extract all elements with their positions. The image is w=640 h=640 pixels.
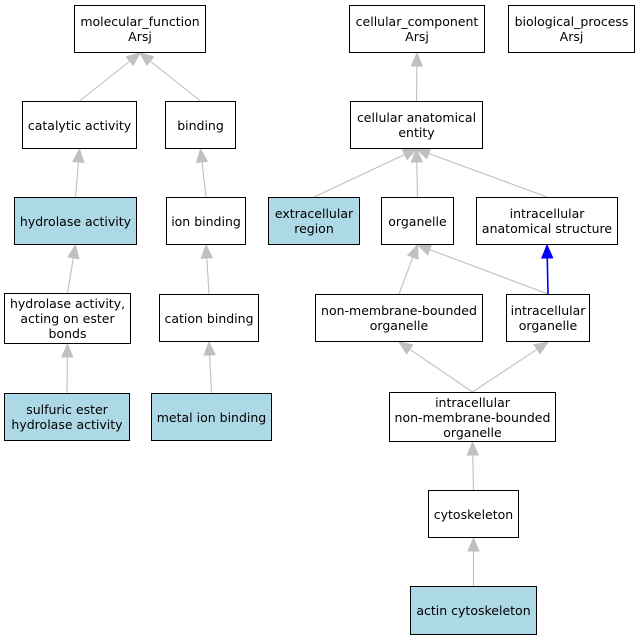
arrowhead-intracellular_nmb_organelle-to-intracellular_organelle [533,341,550,355]
edge-intracellular_organelle-to-organelle [429,249,549,295]
edge-catalytic_activity-to-molecular_function [79,60,131,102]
arrowhead-binding-to-molecular_function [138,52,155,67]
node-cytoskeleton[interactable]: cytoskeleton [428,490,519,538]
node-cellular-component[interactable]: cellular_component Arsj [349,5,485,53]
node-intracellular-anatomical-structure[interactable]: intracellular anatomical structure [476,197,618,245]
node-intracellular-organelle[interactable]: intracellular organelle [506,294,590,342]
edge-intracellular_anatomical_structure-to-cellular_anatomical_entity [428,152,548,198]
arrowhead-ion_binding-to-binding [195,147,209,164]
node-catalytic-activity[interactable]: catalytic activity [22,101,137,149]
edge-binding-to-molecular_function [149,60,201,102]
edge-ion_binding-to-binding [201,161,207,198]
arrowhead-intracellular_organelle-to-organelle [416,243,433,256]
node-cellular-anatomical-entity[interactable]: cellular anatomical entity [350,101,483,149]
arrowhead-cellular_anatomical_entity-to-cellular_component [410,51,424,67]
edge-intracellular_organelle-to-intracellular_anatomical_structure [546,257,549,295]
arrowhead-extracellular_region-to-cellular_anatomical_entity [401,148,418,161]
node-biological-process[interactable]: biological_process Arsj [508,5,635,53]
arrowhead-intracellular_nmb_organelle-to-non_membrane_bounded_organelle [397,341,414,355]
arrowhead-hydrolase_activity-to-catalytic_activity [72,147,85,163]
edge-cation_binding-to-ion_binding [206,257,210,295]
node-hydrolase-activity[interactable]: hydrolase activity [14,197,137,245]
node-non-membrane-bounded-organelle[interactable]: non-membrane-bounded organelle [315,294,483,342]
edge-extracellular_region-to-cellular_anatomical_entity [313,154,405,198]
edge-hydrolase_activity_ester-to-hydrolase_activity [66,257,74,294]
arrowhead-non_membrane_bounded_organelle-to-organelle [406,243,419,260]
node-intracellular-non-membrane-bounded-organelle[interactable]: intracellular non-membrane-bounded organ… [389,392,556,442]
node-hydrolase-activity-ester-bonds[interactable]: hydrolase activity, acting on ester bond… [4,293,131,344]
arrowhead-intracellular_organelle-to-intracellular_anatomical_structure [541,243,554,259]
edge-intracellular_nmb_organelle-to-non_membrane_bounded_organelle [409,348,473,393]
node-organelle[interactable]: organelle [381,197,454,245]
edge-metal_ion_binding-to-cation_binding [209,354,213,394]
node-cation-binding[interactable]: cation binding [159,294,259,342]
arrowhead-cytoskeleton-to-intracellular_nmb_organelle [466,440,480,456]
node-metal-ion-binding[interactable]: metal ion binding [151,393,272,441]
arrowhead-hydrolase_activity_ester-to-hydrolase_activity [67,243,80,260]
edge-hydrolase_activity-to-catalytic_activity [74,161,79,198]
arrowhead-metal_ion_binding-to-cation_binding [203,340,216,356]
arrowhead-organelle-to-cellular_anatomical_entity [410,147,424,163]
edge-cytoskeleton-to-intracellular_nmb_organelle [472,454,475,491]
node-binding[interactable]: binding [165,101,236,149]
arrowhead-sulfuric_ester_hydrolase-to-hydrolase_activity_ester [61,342,74,358]
node-molecular-function[interactable]: molecular_function Arsj [74,5,206,53]
arrowhead-cation_binding-to-ion_binding [200,243,214,259]
node-extracellular-region[interactable]: extracellular region [268,197,360,245]
node-sulfuric-ester-hydrolase-activity[interactable]: sulfuric ester hydrolase activity [4,393,130,441]
arrowhead-actin_cytoskeleton-to-cytoskeleton [467,536,480,552]
edge-intracellular_nmb_organelle-to-intracellular_organelle [472,348,538,393]
node-ion-binding[interactable]: ion binding [166,197,246,245]
edge-organelle-to-cellular_anatomical_entity [416,161,419,198]
arrowhead-catalytic_activity-to-molecular_function [125,52,142,67]
edge-non_membrane_bounded_organelle-to-organelle [398,256,414,295]
node-actin-cytoskeleton[interactable]: actin cytoskeleton [410,586,537,635]
